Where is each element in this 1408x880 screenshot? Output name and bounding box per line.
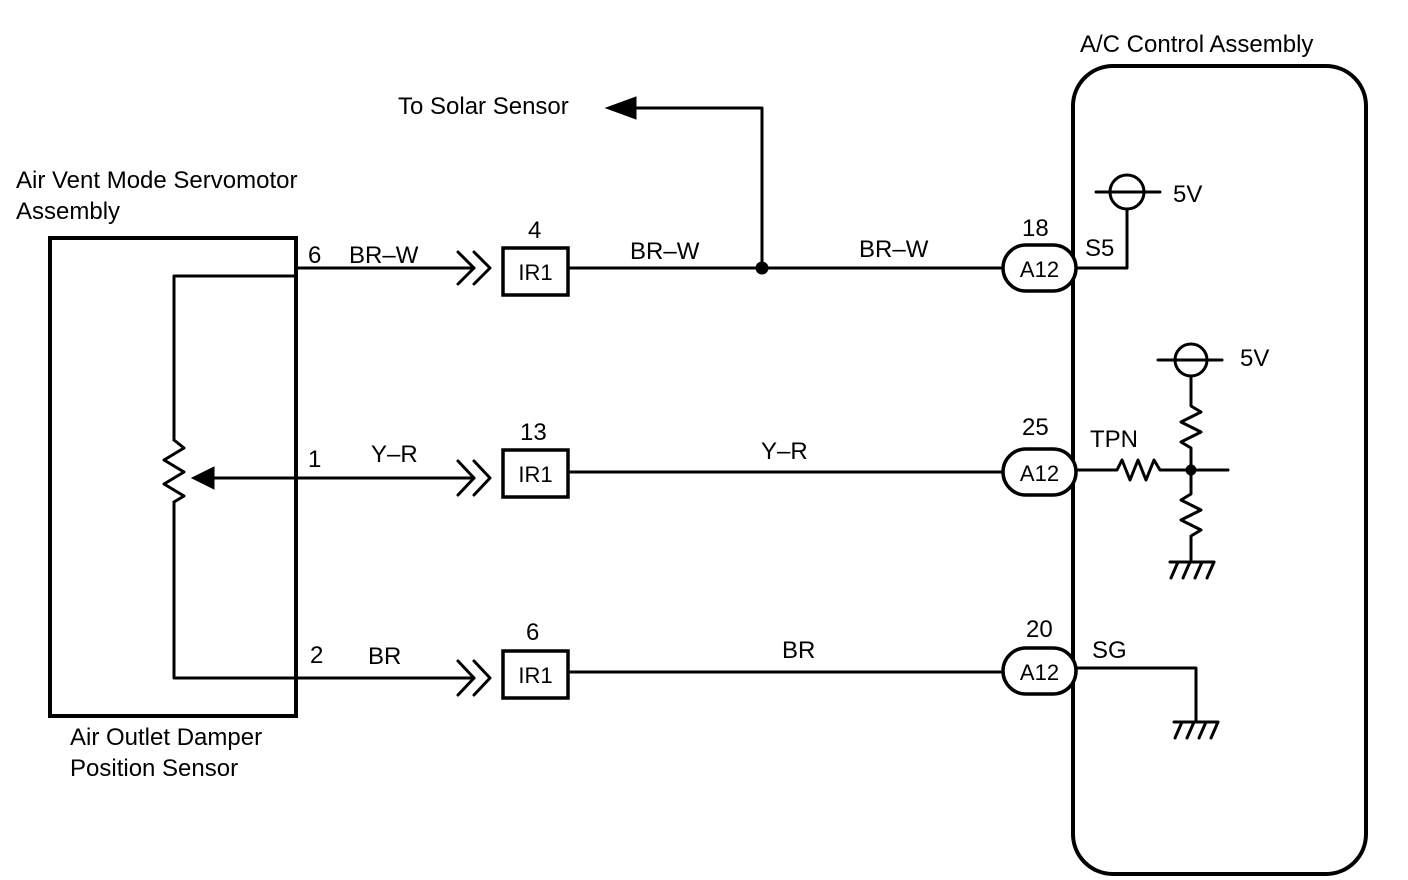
wire-color-mid-yr: Y–R (761, 438, 808, 465)
connector-chevron-icon (456, 250, 492, 286)
wire-color-mid-br: BR (782, 637, 815, 664)
servomotor-label-line2: Assembly (16, 198, 120, 225)
s5-supply-voltage: 5V (1173, 181, 1202, 208)
ir1-connector-box (501, 246, 570, 297)
ac-control-assembly-label: A/C Control Assembly (1080, 31, 1313, 58)
wire-color-mid-brw: BR–W (630, 238, 700, 265)
circuit-tpn: 1 Y–R 13 IR1 Y–R 25 A12 TPN 5V (294, 342, 1269, 580)
wiper-arrow-icon (190, 466, 215, 490)
terminal-sg-label: SG (1092, 637, 1127, 664)
ir1-pin-13: 13 (520, 419, 547, 446)
wire-color-left-brw: BR–W (349, 242, 419, 269)
terminal-tpn-label: TPN (1090, 426, 1138, 453)
wire-color-right-brw: BR–W (859, 236, 929, 263)
wire-color-left-yr: Y–R (371, 441, 418, 468)
ir1-connector-label: IR1 (518, 260, 552, 285)
ground-icon (1168, 560, 1216, 580)
a12-pin-20: 20 (1026, 616, 1053, 643)
solar-arrow-icon (604, 96, 637, 120)
tpn-series-resistor (1074, 458, 1230, 482)
a12-connector-box (1001, 646, 1078, 696)
tpn-pulldown-resistor (1179, 468, 1203, 564)
connector-chevron-icon (456, 659, 492, 697)
a12-pin-18: 18 (1022, 215, 1049, 242)
to-solar-sensor-label: To Solar Sensor (398, 93, 569, 120)
ir1-connector-label: IR1 (518, 663, 552, 688)
ground-icon (1172, 720, 1220, 740)
tpn-supply-voltage: 5V (1240, 345, 1269, 372)
circuit-sg: 2 BR 6 IR1 BR 20 A12 SG (294, 616, 1220, 740)
connector-chevron-icon (456, 459, 492, 497)
a12-pin-25: 25 (1022, 414, 1049, 441)
servo-pin-6: 6 (308, 242, 321, 269)
tpn-pullup-resistor (1179, 374, 1203, 472)
ir1-connector-box (501, 448, 570, 499)
ir1-pin-6: 6 (526, 619, 539, 646)
a12-connector-label: A12 (1020, 461, 1059, 486)
servo-pin-2: 2 (310, 642, 323, 669)
ir1-connector-box (501, 649, 570, 700)
ir1-connector-label: IR1 (518, 462, 552, 487)
servo-pin-1: 1 (308, 446, 321, 473)
a12-connector-label: A12 (1020, 660, 1059, 685)
servomotor-label-line1: Air Vent Mode Servomotor (16, 167, 297, 194)
damper-sensor-label-line1: Air Outlet Damper (70, 724, 262, 751)
ir1-pin-4: 4 (528, 217, 541, 244)
a12-connector-box (1001, 447, 1078, 497)
circuit-s5: 6 BR–W 4 IR1 BR–W BR–W 18 A12 S5 5V (294, 173, 1202, 297)
wire-color-left-br: BR (368, 643, 401, 670)
damper-sensor-label-line2: Position Sensor (70, 755, 238, 782)
terminal-s5-label: S5 (1085, 235, 1114, 262)
position-sensor-potentiometer (162, 274, 298, 680)
a12-connector-label: A12 (1020, 257, 1059, 282)
